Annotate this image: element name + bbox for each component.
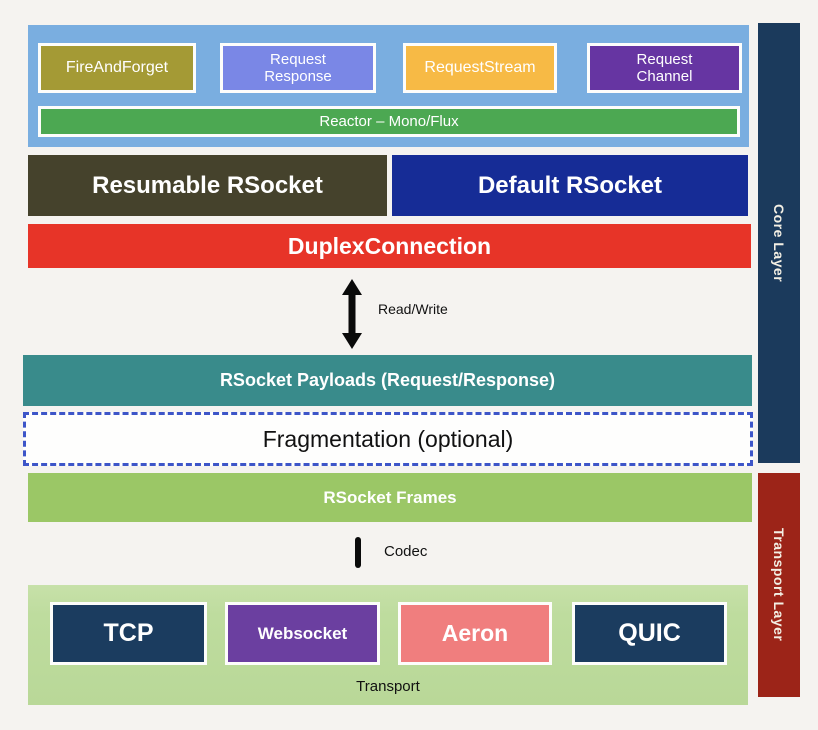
quic-label: QUIC	[618, 619, 681, 647]
fragmentation-box: Fragmentation (optional)	[23, 412, 753, 466]
reactor-mono-flux-label: Reactor – Mono/Flux	[319, 113, 459, 130]
codec-label: Codec	[384, 543, 428, 560]
duplex-connection-label: DuplexConnection	[287, 232, 492, 259]
request-response-label: Request Response	[264, 50, 332, 85]
resumable-rsocket-box: Resumable RSocket	[28, 155, 387, 216]
read-write-label: Read/Write	[378, 301, 448, 317]
fire-and-forget-label: FireAndForget	[65, 59, 169, 76]
fire-and-forget-box: FireAndForget	[38, 43, 196, 93]
tcp-label: TCP	[103, 619, 154, 647]
duplex-connection-box: DuplexConnection	[28, 224, 751, 268]
rsocket-frames-label: RSocket Frames	[323, 487, 457, 507]
request-channel-label: Request Channel	[636, 50, 693, 85]
codec-connector-icon	[355, 537, 361, 568]
default-rsocket-label: Default RSocket	[477, 171, 663, 199]
request-stream-label: RequestStream	[424, 59, 536, 76]
aeron-box: Aeron	[398, 602, 552, 665]
request-response-box: Request Response	[220, 43, 376, 93]
transport-caption: Transport	[356, 678, 420, 695]
read-write-arrow-icon	[342, 279, 362, 349]
rsocket-payloads-label: RSocket Payloads (Request/Response)	[219, 370, 556, 390]
request-stream-box: RequestStream	[403, 43, 557, 93]
fragmentation-label: Fragmentation (optional)	[262, 425, 514, 452]
default-rsocket-box: Default RSocket	[392, 155, 748, 216]
core-layer-bar: Core Layer	[758, 23, 800, 463]
websocket-box: Websocket	[225, 602, 380, 665]
rsocket-frames-bar: RSocket Frames	[28, 473, 752, 522]
websocket-label: Websocket	[257, 623, 348, 643]
quic-box: QUIC	[572, 602, 727, 665]
interaction-models-panel: FireAndForget Request Response RequestSt…	[28, 25, 749, 147]
resumable-rsocket-label: Resumable RSocket	[92, 171, 323, 199]
transport-panel: TCP Websocket Aeron QUIC Transport	[28, 585, 748, 705]
reactor-mono-flux-bar: Reactor – Mono/Flux	[38, 106, 740, 137]
tcp-box: TCP	[50, 602, 207, 665]
core-layer-label: Core Layer	[771, 203, 787, 283]
request-channel-box: Request Channel	[587, 43, 742, 93]
rsocket-payloads-bar: RSocket Payloads (Request/Response)	[23, 355, 752, 406]
transport-layer-label: Transport Layer	[771, 528, 787, 642]
aeron-label: Aeron	[441, 620, 509, 646]
transport-layer-bar: Transport Layer	[758, 473, 800, 697]
